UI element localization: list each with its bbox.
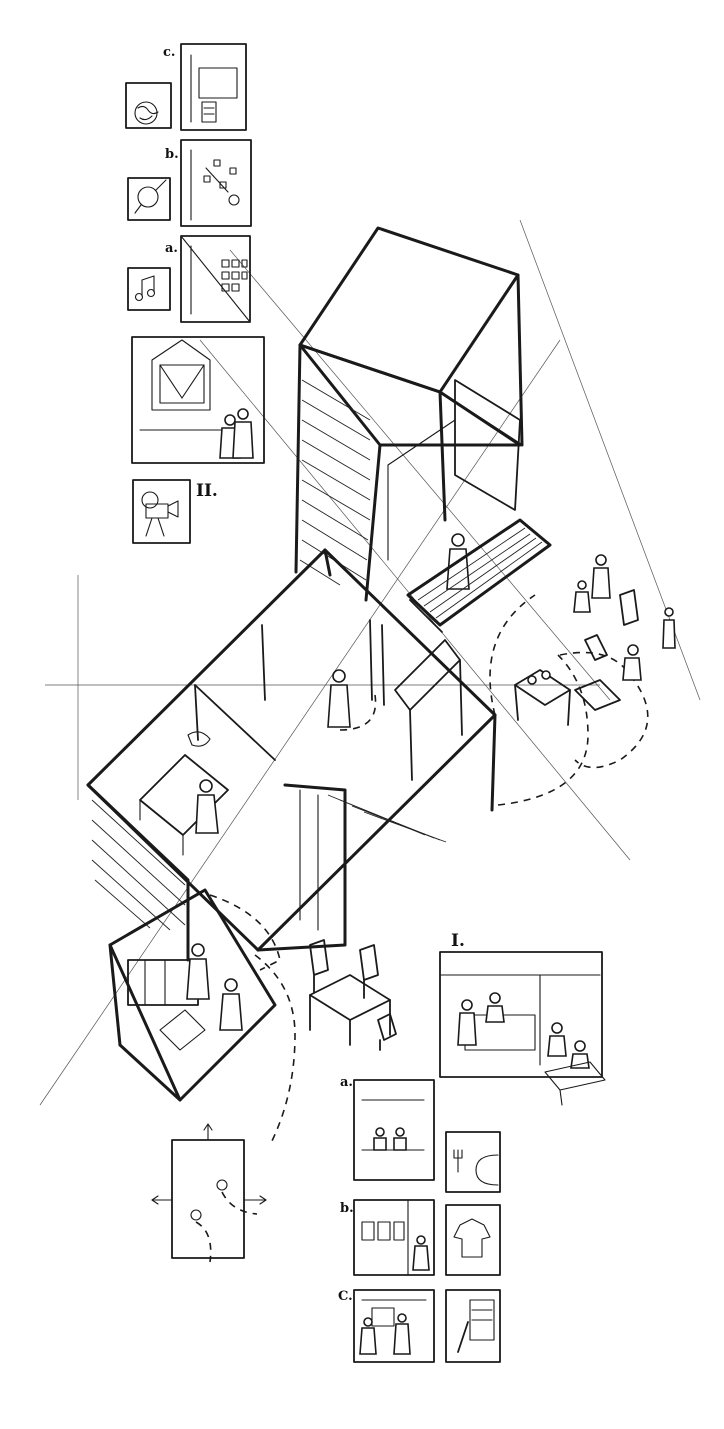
construction-lines — [39, 219, 701, 1106]
movement-plan — [151, 1123, 267, 1263]
fork-plate-icon — [445, 1131, 501, 1193]
panel-label-b-top: b. — [165, 147, 179, 162]
sequence-bottom: I. a. — [338, 931, 606, 1363]
right-courtyard — [489, 554, 676, 806]
panel-label-c-top: c. — [163, 45, 175, 60]
tower-hatching — [299, 379, 371, 586]
figure-lower-1 — [186, 943, 210, 1000]
pillow — [187, 731, 211, 747]
shirt-icon — [445, 1204, 501, 1276]
dining-furniture — [309, 939, 397, 1051]
scene-ii-panel — [131, 336, 265, 464]
panel-c-top: c. — [163, 43, 247, 131]
magnifier-icon — [127, 177, 171, 221]
sequence-top: c. b. — [125, 43, 265, 544]
book-grid — [221, 259, 248, 292]
tower-volume — [294, 226, 524, 602]
stair-bridge — [406, 518, 552, 633]
panel-a-top: a. — [165, 235, 251, 323]
scene-i-panel — [439, 951, 606, 1106]
panel-label-b-bottom: b. — [340, 1201, 354, 1216]
figure-hall — [327, 669, 351, 728]
sequence-heading-ii: II. — [196, 481, 218, 501]
music-note-icon — [127, 267, 171, 311]
lower-room — [108, 888, 296, 1146]
panel-label-a-top: a. — [165, 241, 178, 256]
camera-icon — [132, 479, 191, 544]
inner-stair — [327, 794, 447, 843]
main-volume — [86, 548, 497, 962]
globe-icon — [125, 82, 172, 129]
pencil-icon — [445, 1289, 501, 1363]
figure-lower-2 — [219, 978, 243, 1031]
panel-b-top: b. — [165, 139, 252, 227]
panel-b-bottom: b. — [340, 1199, 435, 1276]
sequence-heading-i: I. — [451, 931, 465, 951]
panel-a-bottom: a. — [340, 1075, 435, 1181]
figure-bedroom — [195, 779, 219, 834]
panel-label-c-bottom: C. — [338, 1289, 353, 1304]
panel-label-a-bottom: a. — [340, 1075, 353, 1090]
panel-c-bottom: C. — [338, 1289, 435, 1363]
